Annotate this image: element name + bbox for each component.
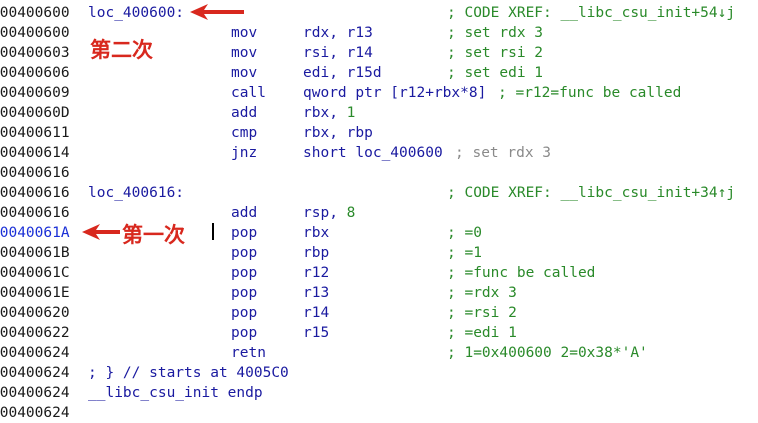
comment: ; set rdx 3 bbox=[455, 145, 552, 161]
comment: ; CODE XREF: __libc_csu_init+34↑j bbox=[447, 185, 736, 201]
comment: ; set rsi 2 bbox=[447, 45, 544, 61]
operands[interactable]: rsi, r14 bbox=[303, 45, 373, 61]
mnemonic[interactable]: add bbox=[231, 205, 258, 221]
address[interactable]: 000400622 bbox=[0, 325, 70, 341]
mnemonic[interactable]: pop bbox=[231, 325, 258, 341]
address[interactable]: 000400603 bbox=[0, 45, 70, 61]
comment: ; =1 bbox=[447, 245, 482, 261]
operands[interactable]: rbx, 1 bbox=[303, 105, 356, 121]
label[interactable]: ; } // starts at 4005C0 bbox=[88, 365, 289, 381]
operands[interactable]: r12 bbox=[303, 265, 330, 281]
annotation-first-time: 第一次 bbox=[122, 223, 185, 247]
mnemonic[interactable]: mov bbox=[231, 45, 258, 61]
comment: ; =r12=func be called bbox=[498, 85, 682, 101]
address[interactable]: 000400614 bbox=[0, 145, 70, 161]
comment: ; =func be called bbox=[447, 265, 596, 281]
address[interactable]: 00040061C bbox=[0, 265, 70, 281]
mnemonic[interactable]: pop bbox=[231, 305, 258, 321]
address[interactable]: 00040061A bbox=[0, 225, 70, 241]
comment: ; CODE XREF: __libc_csu_init+54↓j bbox=[447, 5, 736, 21]
arrow-second-icon bbox=[190, 4, 244, 20]
address[interactable]: 000400611 bbox=[0, 125, 70, 141]
operands[interactable]: rbx bbox=[303, 225, 330, 241]
operands[interactable]: rbx, rbp bbox=[303, 125, 373, 141]
address[interactable]: 000400616 bbox=[0, 165, 70, 181]
address[interactable]: 000400616 bbox=[0, 185, 70, 201]
comment: ; =0 bbox=[447, 225, 482, 241]
arrow-first-icon bbox=[82, 224, 120, 240]
label[interactable]: __libc_csu_init endp bbox=[88, 385, 263, 401]
mnemonic[interactable]: cmp bbox=[231, 125, 258, 141]
mnemonic[interactable]: pop bbox=[231, 265, 258, 281]
comment: ; set rdx 3 bbox=[447, 25, 544, 41]
mnemonic[interactable]: mov bbox=[231, 65, 258, 81]
annotation-second-time: 第二次 bbox=[90, 38, 153, 62]
comment: ; 1=0x400600 2=0x38*'A' bbox=[447, 345, 648, 361]
address[interactable]: 000400616 bbox=[0, 205, 70, 221]
address[interactable]: 000400600 bbox=[0, 25, 70, 41]
mnemonic[interactable]: pop bbox=[231, 225, 258, 241]
operands[interactable]: r13 bbox=[303, 285, 330, 301]
operands[interactable]: rbp bbox=[303, 245, 330, 261]
text-cursor bbox=[212, 223, 214, 240]
operands[interactable]: qword ptr [r12+rbx*8] bbox=[303, 85, 487, 101]
operands[interactable]: r15 bbox=[303, 325, 330, 341]
address[interactable]: 000400620 bbox=[0, 305, 70, 321]
mnemonic[interactable]: pop bbox=[231, 245, 258, 261]
operands[interactable]: edi, r15d bbox=[303, 65, 382, 81]
operands[interactable]: rsp, 8 bbox=[303, 205, 356, 221]
operands[interactable]: r14 bbox=[303, 305, 330, 321]
mnemonic[interactable]: jnz bbox=[231, 145, 258, 161]
label[interactable]: loc_400600: bbox=[88, 5, 185, 21]
mnemonic[interactable]: add bbox=[231, 105, 258, 121]
address[interactable]: 000400600 bbox=[0, 5, 70, 21]
address[interactable]: 000400606 bbox=[0, 65, 70, 81]
operands[interactable]: short loc_400600 bbox=[303, 145, 443, 161]
mnemonic[interactable]: retn bbox=[231, 345, 266, 361]
comment: ; =rsi 2 bbox=[447, 305, 517, 321]
address[interactable]: 000400609 bbox=[0, 85, 70, 101]
operands[interactable]: rdx, r13 bbox=[303, 25, 373, 41]
address[interactable]: 00040061E bbox=[0, 285, 70, 301]
mnemonic[interactable]: call bbox=[231, 85, 266, 101]
label[interactable]: loc_400616: bbox=[88, 185, 185, 201]
comment: ; set edi 1 bbox=[447, 65, 544, 81]
mnemonic[interactable]: pop bbox=[231, 285, 258, 301]
comment: ; =rdx 3 bbox=[447, 285, 517, 301]
mnemonic[interactable]: mov bbox=[231, 25, 258, 41]
address[interactable]: 00040060D bbox=[0, 105, 70, 121]
comment: ; =edi 1 bbox=[447, 325, 517, 341]
